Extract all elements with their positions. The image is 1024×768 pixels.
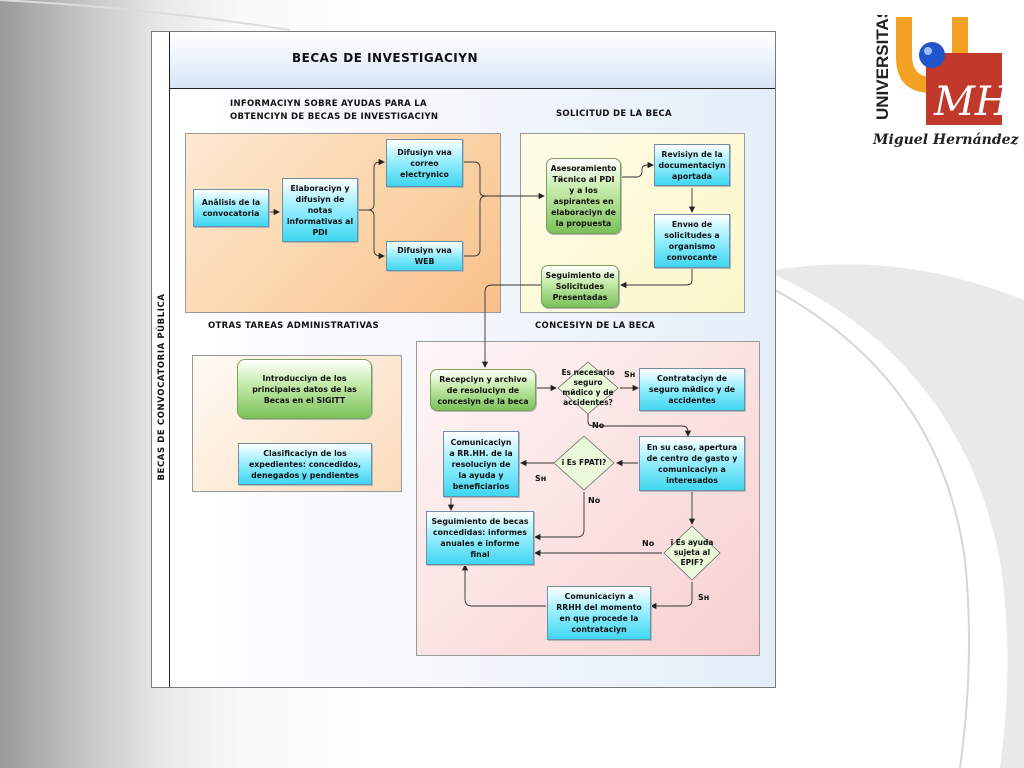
decision-epif: ї Es ayuda sujeta al EPIF?	[670, 538, 714, 567]
node-web: Difusiyn vнa WEB	[386, 241, 463, 271]
edge-label-no-epif: No	[642, 539, 655, 548]
node-clasificacion: Clasificaciyn de los expedientes: conced…	[238, 443, 372, 485]
node-apertura: En su caso, apertura de centro de gasto …	[639, 436, 745, 491]
node-comunicacion-momento: Comunicaciyn a RRHH del momento en que p…	[547, 586, 651, 640]
diagram-title: BECAS DE INVESTIGACIYN	[291, 51, 479, 65]
node-recepcion: Recepciyn y archivo de resoluciyn de con…	[430, 369, 536, 411]
node-revision: Revisiyn de la documentaciyn aportada	[654, 144, 730, 186]
node-envio: Envнo de solicitudes a organismo convoca…	[654, 214, 730, 268]
section-title-solicitud: SOLICITUD DE LA BECA	[556, 109, 672, 119]
umh-emblem-icon: UNIVERSITAS MH	[873, 7, 1011, 125]
lane-divider	[169, 32, 170, 687]
university-name: Miguel Hernández	[873, 132, 1019, 148]
decision-fpati: ї Es FPATI?	[561, 458, 607, 467]
node-analisis: Anǎlisis de la convocatoria	[193, 189, 269, 227]
universitas-text: UNIVERSITAS	[873, 15, 892, 120]
edge-label-si-epif: Sн	[698, 593, 710, 602]
flowchart-frame: BECAS DE CONVOCATORIA PÚBLICA BECAS DE I…	[151, 31, 776, 688]
node-elaboracion: Elaboraciyn y difusiyn de notas informat…	[282, 178, 358, 242]
node-contratacion: Contrataciyn de seguro mйdico y de accid…	[639, 368, 745, 411]
decision-epif-shape	[663, 525, 721, 581]
edge-label-no-fpati: No	[588, 496, 601, 505]
section-title-otras: OTRAS TAREAS ADMINISTRATIVAS	[208, 321, 379, 331]
section-title-info: INFORMACIYN SOBRE AYUDAS PARA LA OBTENCI…	[230, 99, 439, 122]
edge-label-si-fpati: Sн	[535, 474, 547, 483]
node-seguimiento-solicitudes: Seguimiento de Solicitudes Presentadas	[541, 265, 619, 308]
node-seguimiento-becas: Seguimiento de becas concedidas: informe…	[426, 511, 534, 565]
university-logo: UNIVERSITAS MH	[870, 7, 1011, 155]
node-asesoramiento: Asesoramiento Tйcnico al PDI y a los asp…	[546, 158, 621, 234]
decision-fpati-shape	[553, 435, 615, 491]
decision-seguro: Es necesario seguro mйdico y de accident…	[561, 368, 615, 407]
node-introduccion: Introducciyn de los principales datos de…	[237, 359, 372, 419]
title-band: BECAS DE INVESTIGACIYN	[170, 32, 775, 89]
section-title-concesion: CONCESIYN DE LA BECA	[535, 321, 656, 331]
node-comunicacion-rrhh: Comunicaciyn a RR.HH. de la resoluciyn d…	[443, 431, 519, 497]
decision-seguro-shape	[557, 361, 619, 415]
node-correo: Difusiyn vнa correo electrynico	[386, 139, 463, 187]
edge-label-no-seguro: No	[592, 421, 605, 430]
mh-monogram: MH	[933, 79, 1010, 125]
edge-label-si-seguro: Sн	[624, 370, 636, 379]
connectors	[269, 158, 721, 610]
